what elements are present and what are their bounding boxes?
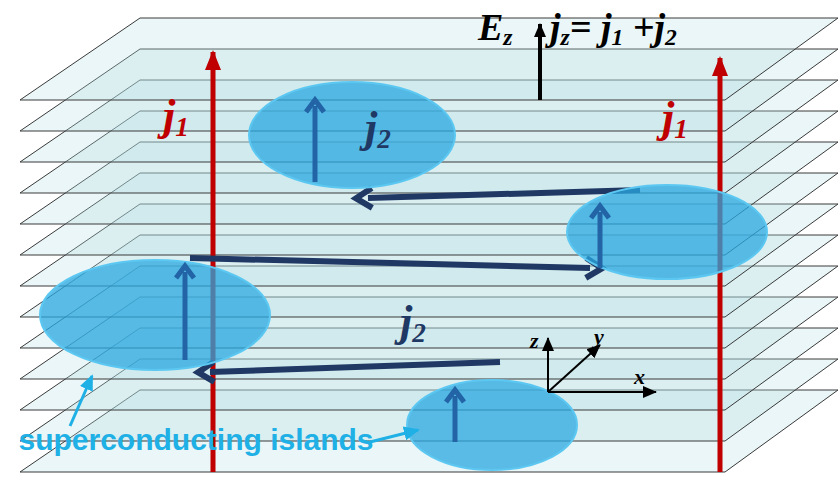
island-current-arrow [453,396,458,442]
island-current-arrow [183,272,188,360]
axis-label: z [530,330,539,352]
current-label: j1 [662,96,688,143]
axis-label: y [594,326,604,348]
superconducting-island [567,185,767,279]
superconducting-island: j2 [247,80,457,190]
current-arrow-j2 [210,362,500,372]
current-equation: jz= j1 +j2 [550,8,677,50]
leader-arrow [370,430,418,442]
current-label: j1 [163,94,189,141]
current-label: j2 [400,300,426,347]
island-outline [247,80,457,190]
island-current-arrow [598,212,603,268]
current-arrow-j2 [190,258,590,268]
stacked-layers [20,18,838,472]
current-label: j2 [365,106,391,153]
current-arrow-j1 [211,52,216,472]
field-arrow [538,24,542,100]
axis-label: x [634,366,645,388]
field-label: Ez [478,8,513,50]
superconducting-island [407,380,577,470]
leader-arrow [70,376,92,426]
superconducting-island [40,260,270,370]
annotation: superconducting islands [6,424,386,456]
